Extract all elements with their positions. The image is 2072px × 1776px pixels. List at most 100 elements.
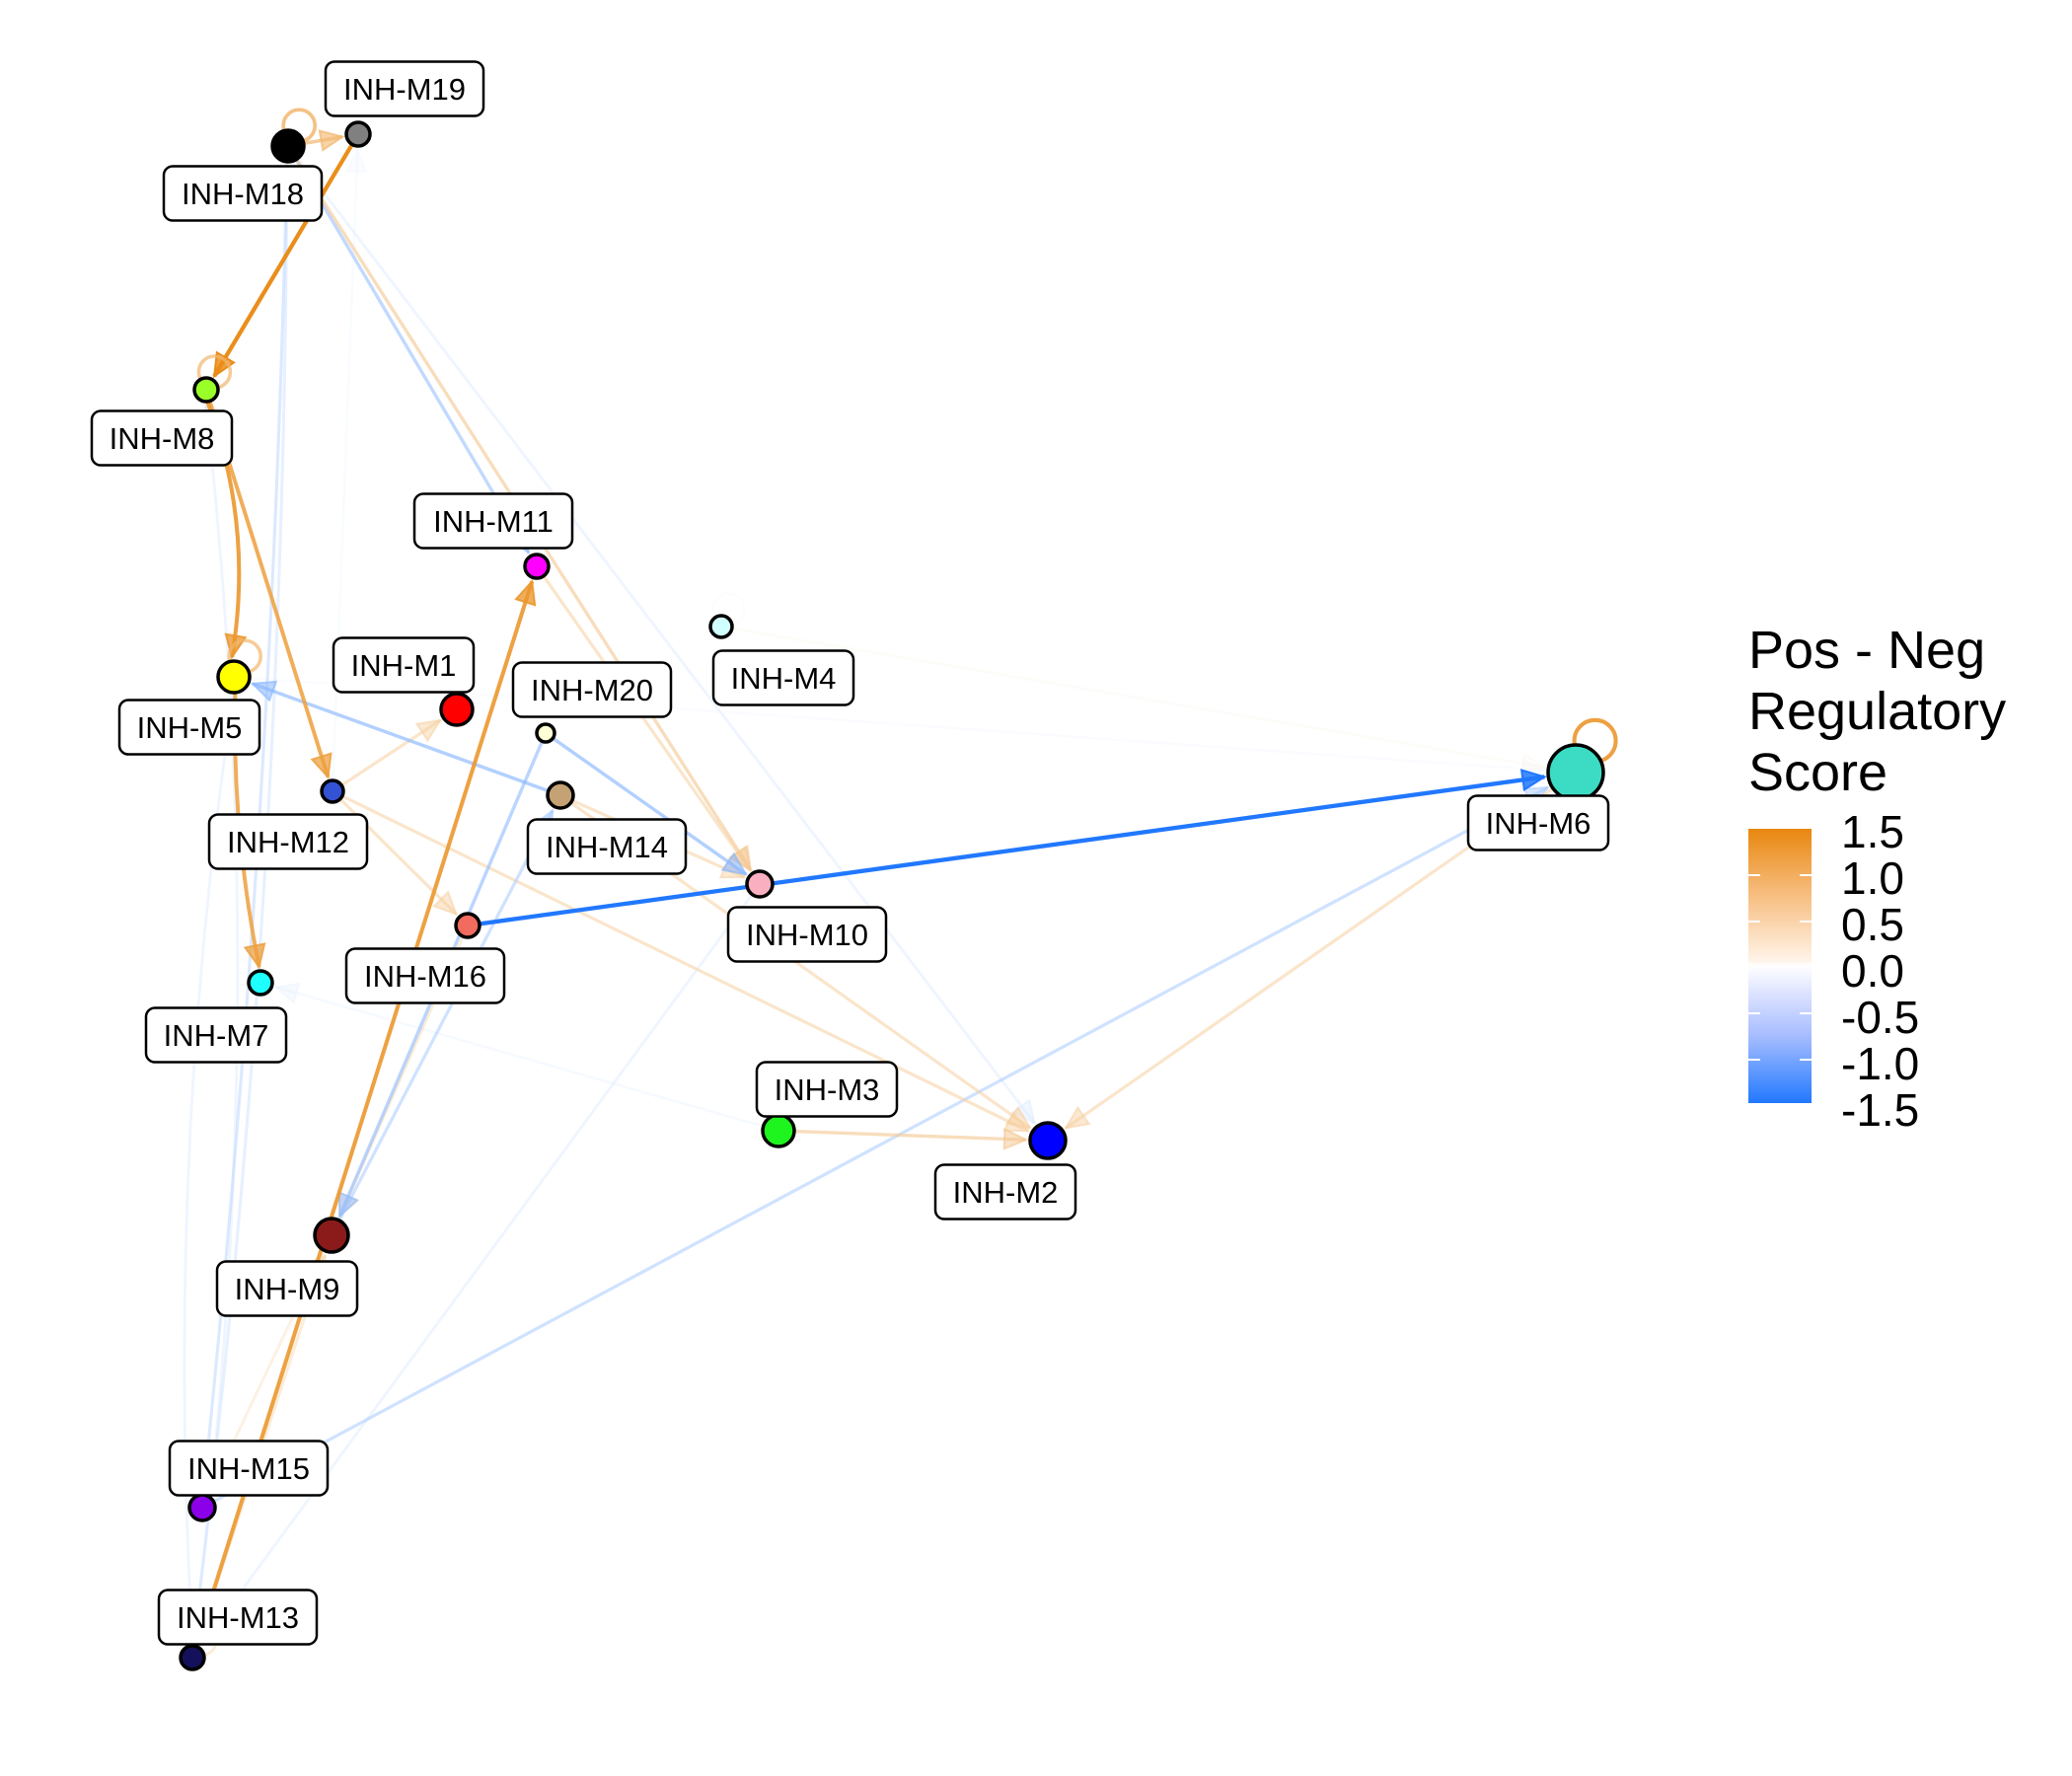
node-m4[interactable]	[708, 614, 734, 639]
legend-tick-label: 0.0	[1841, 945, 1904, 997]
node-label-m20: INH-M20	[511, 661, 673, 718]
edge-arrowhead	[250, 680, 278, 703]
edge-line	[294, 158, 531, 555]
node-label-m2: INH-M2	[933, 1163, 1077, 1221]
node-m16[interactable]	[454, 912, 481, 939]
label-box	[168, 1440, 330, 1497]
legend-title-line: Pos - Neg	[1748, 621, 1986, 680]
edge-arrowhead	[344, 147, 369, 174]
node-m5[interactable]	[216, 659, 252, 695]
edge-arrowhead	[337, 1190, 359, 1219]
color-legend: Pos - Neg Regulatory Score 1.5 1.0 0.5 0…	[1748, 620, 2064, 1136]
node-label-m15: INH-M15	[168, 1440, 330, 1497]
node-m2[interactable]	[1028, 1121, 1068, 1160]
label-text: INH-M15	[187, 1451, 310, 1486]
node-label-m8: INH-M8	[90, 409, 234, 467]
label-text: INH-M7	[164, 1018, 269, 1053]
label-text: INH-M19	[343, 72, 466, 107]
legend-tick-mark	[1748, 921, 1760, 923]
node-m9[interactable]	[313, 1217, 350, 1254]
node-m1[interactable]	[439, 692, 475, 727]
edge-line	[542, 574, 752, 872]
node-label-m5: INH-M5	[117, 699, 261, 756]
node-m7[interactable]	[247, 969, 274, 997]
node-m20[interactable]	[535, 722, 556, 744]
edge-line	[212, 143, 354, 378]
label-text: INH-M5	[137, 710, 243, 745]
node-m10[interactable]	[745, 869, 775, 899]
label-box	[332, 636, 476, 694]
node-label-m4: INH-M4	[711, 649, 855, 706]
legend-tick-label: -1.0	[1841, 1038, 1920, 1089]
legend-title-line: Regulatory	[1748, 682, 2007, 741]
edge-line	[340, 718, 442, 787]
label-text: INH-M8	[110, 421, 215, 456]
node-label-m19: INH-M19	[324, 60, 485, 117]
edges-layer	[183, 108, 1618, 1658]
node-m3[interactable]	[761, 1113, 796, 1148]
label-box	[755, 1061, 899, 1118]
label-text: INH-M3	[775, 1073, 880, 1107]
label-box	[90, 409, 234, 467]
label-box	[215, 1260, 359, 1317]
legend-colorbar	[1748, 829, 1812, 1103]
labels-layer: INH-M19INH-M18INH-M8INH-M11INH-M4INH-M5I…	[90, 60, 1610, 1646]
edge-m20-to-m10	[552, 736, 749, 876]
legend-tick-label: -1.5	[1841, 1084, 1920, 1136]
label-box	[726, 906, 888, 963]
edge-m3-to-m7	[273, 982, 764, 1128]
legend-title-line: Score	[1748, 743, 1888, 802]
edge-arrowhead	[432, 890, 459, 917]
edge-m4-to-m6	[731, 627, 1547, 776]
label-box	[526, 818, 688, 875]
legend-tick-label: 1.5	[1841, 806, 1904, 857]
edge-arrowhead	[720, 851, 749, 876]
edge-line	[249, 676, 1545, 773]
edge-arrowhead	[273, 982, 301, 1004]
node-label-m9: INH-M9	[215, 1260, 359, 1317]
legend-tick-label: 0.5	[1841, 899, 1904, 950]
label-text: INH-M20	[531, 673, 653, 707]
node-label-m1: INH-M1	[332, 636, 476, 694]
node-m12[interactable]	[320, 778, 345, 804]
edge-line	[731, 627, 1545, 769]
edge-arrowhead	[414, 718, 443, 743]
node-m6[interactable]	[1546, 743, 1605, 802]
edge-line	[212, 785, 1549, 1504]
label-box	[511, 661, 673, 718]
label-text: INH-M4	[731, 661, 837, 696]
edge-line	[552, 736, 748, 876]
node-label-m18: INH-M18	[162, 165, 324, 222]
node-label-m6: INH-M6	[1466, 794, 1610, 851]
edge-line	[479, 775, 1545, 926]
node-m19[interactable]	[344, 120, 372, 148]
node-label-m13: INH-M13	[157, 1589, 319, 1646]
node-m18[interactable]	[270, 128, 306, 164]
edge-line	[200, 893, 754, 1646]
node-m11[interactable]	[523, 553, 551, 580]
node-label-m3: INH-M3	[755, 1061, 899, 1118]
legend-tick-mark	[1800, 1059, 1812, 1061]
edge-arrowhead	[514, 578, 537, 607]
label-text: INH-M14	[546, 830, 668, 864]
edge-line	[275, 986, 764, 1128]
node-m8[interactable]	[192, 376, 220, 404]
edge-line	[252, 682, 550, 793]
label-box	[144, 1006, 288, 1064]
node-label-m14: INH-M14	[526, 818, 688, 875]
label-text: INH-M13	[177, 1600, 299, 1635]
node-m15[interactable]	[187, 1493, 217, 1522]
label-text: INH-M12	[227, 825, 349, 859]
node-m13[interactable]	[179, 1644, 206, 1671]
label-box	[162, 165, 324, 222]
node-m14[interactable]	[546, 780, 575, 810]
edge-arrowhead	[1064, 1105, 1091, 1130]
edge-line	[337, 809, 555, 1221]
edge-line	[296, 157, 1036, 1125]
legend-tick-mark	[1748, 1012, 1760, 1014]
node-label-m11: INH-M11	[412, 492, 574, 550]
label-box	[933, 1163, 1077, 1221]
node-label-m16: INH-M16	[344, 947, 506, 1004]
node-label-m10: INH-M10	[726, 906, 888, 963]
label-box	[344, 947, 506, 1004]
